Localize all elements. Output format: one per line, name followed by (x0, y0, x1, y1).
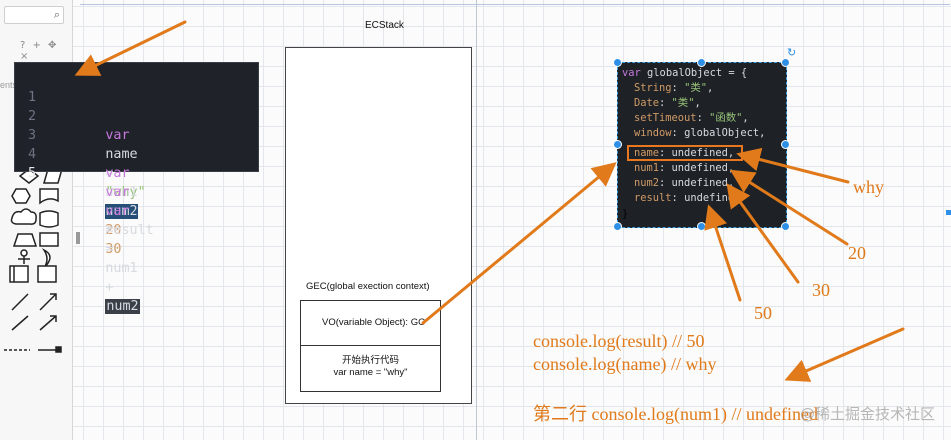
code-line-4: 4 var num2 = 30 (15, 126, 258, 257)
code-value: "why" (105, 185, 146, 200)
cloud-shape-icon (10, 208, 37, 225)
code-var-name: name (105, 147, 138, 162)
code-keyword: var (105, 166, 130, 181)
code-operator: = (105, 166, 114, 181)
panel-tools[interactable]: ? + ✥ × (20, 40, 59, 62)
shape-thumbnails[interactable] (0, 0, 72, 440)
arrow-icon (39, 315, 57, 331)
code-var-name: result (105, 223, 154, 238)
code-line-2: 2 (15, 88, 258, 124)
arrow-to-code (74, 20, 187, 76)
shape-search-input[interactable]: ⌕ (4, 6, 64, 24)
arrow-to-console (784, 327, 905, 382)
code-var-name: num2 (105, 204, 138, 219)
edge-handle[interactable] (946, 210, 951, 215)
arrow-30-to-num2 (726, 183, 800, 284)
go-prop: setTimeout: "函数", (634, 112, 749, 124)
go-prop: Date: "类", (634, 97, 701, 109)
resize-handle-sw[interactable] (613, 222, 622, 231)
line-icon (11, 315, 29, 331)
line-number: 2 (27, 109, 37, 124)
vo-row (300, 300, 441, 346)
go-prop: num1: undefined, (634, 162, 735, 174)
square-shape-icon (37, 265, 57, 283)
code-value: 20 (105, 223, 122, 238)
arrow-why-to-name (736, 147, 850, 184)
tape-shape-icon (39, 210, 59, 228)
console-note-result: console.log(result) // 50 (533, 331, 705, 351)
arrow-20-to-num1 (729, 169, 849, 246)
watermark: @稀土掘金技术社区 (800, 405, 936, 423)
page-break-line (476, 0, 477, 440)
code-keyword: var (105, 185, 130, 200)
page-top-border (80, 4, 950, 5)
rect-shape-icon (39, 232, 59, 247)
panel-hint-text: ents (0, 80, 18, 90)
line-number: 4 (27, 147, 37, 162)
execution-text[interactable]: 开始执行代码 var name = "why" (300, 355, 441, 379)
resize-handle-e[interactable] (781, 140, 790, 149)
resize-handle-w[interactable] (613, 140, 622, 149)
line-number: 3 (27, 128, 37, 143)
code-operator: = (105, 242, 114, 257)
hexagon-shape-icon (11, 188, 31, 204)
go-prop: window: globalObject, (634, 127, 766, 139)
go-prop: name: undefined, (634, 147, 735, 159)
resize-handle-n[interactable] (697, 58, 706, 67)
go-prop: result: undefined (634, 192, 741, 204)
ecstack-title[interactable]: ECStack (365, 20, 404, 31)
go-brace: = { (722, 67, 748, 79)
line-number: 5 (27, 166, 37, 181)
search-icon[interactable]: ⌕ (53, 8, 60, 21)
annotation-50: 50 (754, 303, 772, 323)
gec-label[interactable]: GEC(global exection context) (306, 281, 430, 292)
resize-handle-ne[interactable] (781, 58, 790, 67)
code-keyword: var (105, 128, 130, 143)
line-number: 1 (27, 90, 37, 105)
arrow-50-to-result (704, 204, 742, 302)
exec-line-1: 开始执行代码 (341, 355, 399, 366)
go-prop: String: "类", (634, 82, 714, 94)
trapezoid-shape-icon (12, 233, 38, 247)
resize-handle-se[interactable] (781, 222, 790, 231)
code-operand: num2 (105, 299, 140, 314)
go-closing: } (622, 208, 629, 220)
vo-text[interactable]: VO(variable Object): GO (322, 317, 426, 328)
gec-box[interactable] (300, 300, 441, 392)
go-name: globalObject (647, 67, 723, 79)
code-keyword: var (105, 204, 130, 219)
exec-line-2: var name = "why" (333, 367, 408, 378)
double-arrow-icon (11, 293, 29, 311)
code-operator: + (105, 280, 114, 295)
code-operator: = (105, 223, 114, 238)
console-note-num1: 第二行 console.log(num1) // undefined (533, 404, 818, 424)
code-var-name: num1 (105, 185, 138, 200)
code-value: 30 (105, 242, 122, 257)
go-keyword: var (622, 67, 641, 79)
annotation-why: why (853, 177, 884, 197)
annotation-30: 30 (812, 280, 830, 300)
global-object-image[interactable]: var globalObject = { String: "类", Date: … (617, 62, 787, 228)
console-note-name: console.log(name) // why (533, 354, 717, 374)
code-line-5: 5 var result = num1 + num2 (15, 145, 258, 314)
annotation-20: 20 (848, 243, 866, 263)
go-header: var globalObject = { (622, 66, 747, 81)
document-shape-icon (39, 188, 59, 205)
arrow-vo-to-go (421, 162, 617, 325)
resize-handle-nw[interactable] (613, 58, 622, 67)
code-editor-image[interactable]: 1 var name = "why" 2 3 var num1 = 20 4 v… (14, 62, 259, 314)
panel-resize-handle[interactable] (76, 232, 80, 244)
code-operand: num1 (105, 261, 138, 276)
rotate-icon[interactable]: ↻ (787, 46, 797, 59)
code-line-1: 1 var name = "why" (15, 69, 258, 200)
